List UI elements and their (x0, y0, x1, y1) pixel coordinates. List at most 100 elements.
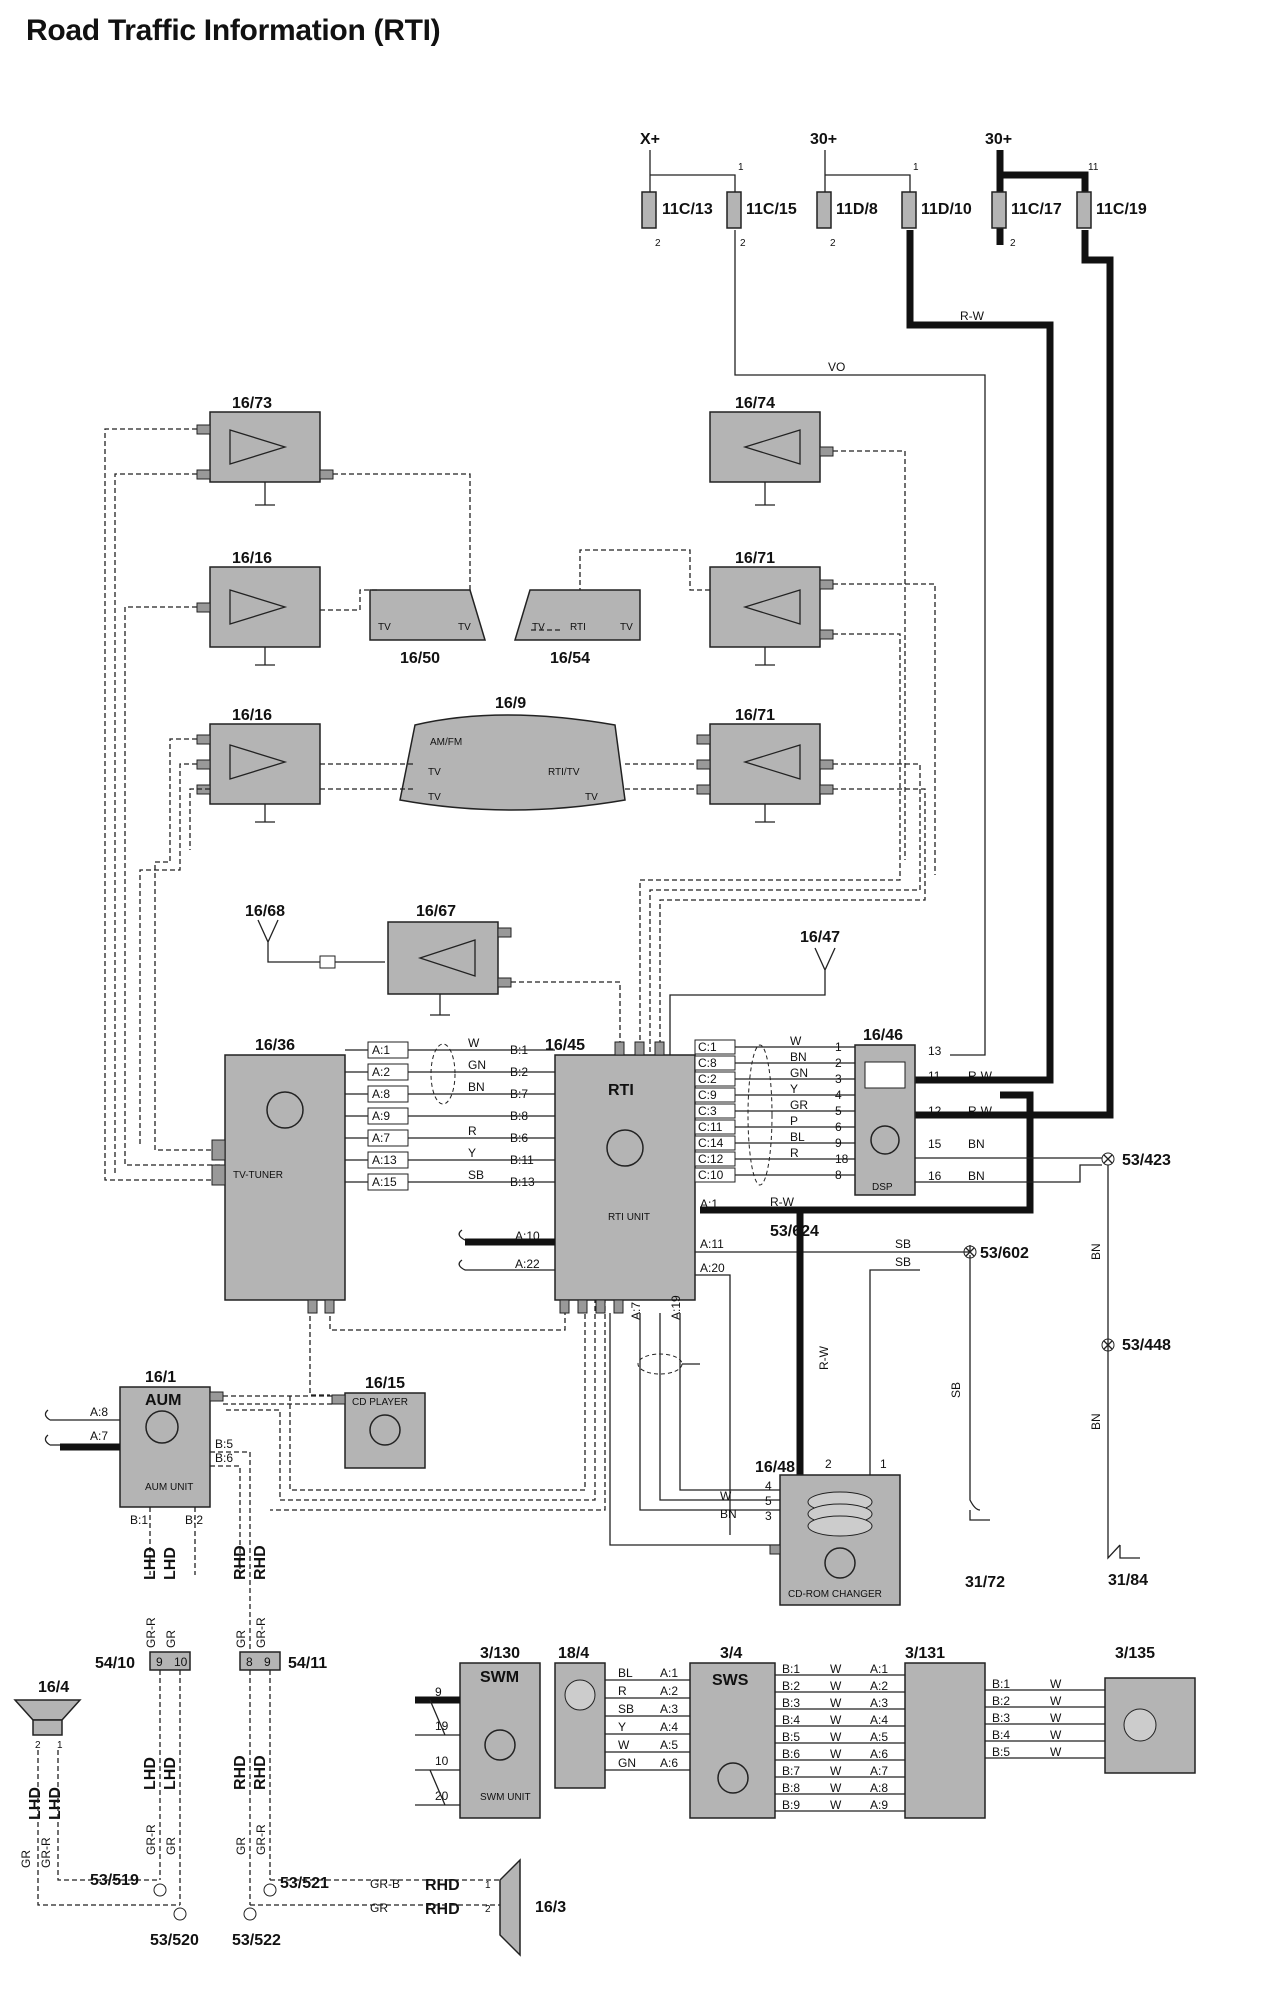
pin-2-d: 2 (1010, 238, 1016, 249)
svg-text:53/519: 53/519 (90, 1872, 139, 1889)
sw3131-a-pin: A:8 (870, 1781, 888, 1795)
sw3131-b-pin: B:5 (992, 1745, 1010, 1759)
shield-ellipse-c (747, 1044, 773, 1186)
sws-b-pin: B:4 (782, 1713, 800, 1727)
svg-text:16/50: 16/50 (400, 650, 440, 667)
svg-text:TV: TV (378, 622, 391, 633)
svg-text:16/71: 16/71 (735, 550, 775, 567)
speaker-16-4: 16/4 2 1 LHD LHD GR GR-R (13, 1679, 180, 1906)
rti-c-pin-num: 6 (835, 1120, 842, 1134)
amplifier-16-74: 16/74 (709, 395, 834, 506)
svg-text:3/131: 3/131 (905, 1645, 945, 1662)
rti-c-wire-color: GR (790, 1098, 808, 1112)
sws-wire-color: W (830, 1679, 842, 1693)
rti-c-pin-label: C:10 (698, 1168, 724, 1182)
svg-text:TV: TV (428, 792, 441, 803)
sw-bus-color: Y (618, 1720, 626, 1734)
rti-c-wire-color: P (790, 1114, 798, 1128)
rti-c-pin-num: 9 (835, 1136, 842, 1150)
rti-misc-pins: A:10 A:22 A:1 A:11 A:20 A:7 A:19 R-W 53/… (458, 1195, 1029, 1546)
lhd-rhd-wiring: LHD LHD RHD RHD GR-R GR GR GR-R 9 10 54/… (95, 1545, 327, 1905)
svg-text:5: 5 (765, 1494, 772, 1508)
sws-b-pin: B:1 (782, 1662, 800, 1676)
wire-label-rw-top: R-W (960, 309, 985, 323)
ground-53-423: 53/423 BN BN (915, 1152, 1171, 1560)
svg-text:16/36: 16/36 (255, 1037, 295, 1054)
lhd-b: LHD (162, 1547, 179, 1580)
rti-b-pin-label: B:13 (510, 1175, 535, 1189)
sw3131-wire-color: W (1050, 1694, 1062, 1708)
svg-text:16/74: 16/74 (735, 395, 775, 412)
svg-text:A:8: A:8 (90, 1405, 108, 1419)
label-x-plus: X+ (640, 131, 660, 148)
sw3131-a-pin: A:3 (870, 1696, 888, 1710)
rti-c-pin-num: 18 (835, 1152, 849, 1166)
amplifier-16-71-b: 16/71 (696, 707, 834, 823)
module-16-46-pin: 15 (928, 1137, 942, 1151)
wire-bn-b: BN (1089, 1413, 1103, 1430)
wire-sb-602-b: SB (895, 1255, 911, 1269)
svg-text:TV: TV (585, 792, 598, 803)
svg-text:1: 1 (485, 1880, 491, 1891)
rti-c-pin-num: 5 (835, 1104, 842, 1118)
svg-text:2: 2 (485, 1904, 491, 1915)
sws-wire-color: W (830, 1781, 842, 1795)
fuse-11d10: 11D/10 (901, 191, 972, 229)
sw3131-a-pin: A:1 (870, 1662, 888, 1676)
svg-text:RTI: RTI (608, 1082, 634, 1099)
wire-grb-spk: GR-B (370, 1877, 400, 1891)
wire-gr-spk: GR (19, 1850, 33, 1868)
svg-text:16/1: 16/1 (145, 1369, 176, 1386)
rti-b-pin-label: B:11 (510, 1153, 534, 1167)
rhd-b: RHD (252, 1545, 269, 1580)
glass-antenna-16-9: 16/9 AM/FM TV TV RTI/TV TV (399, 695, 626, 811)
rti-c-pin-label: C:8 (698, 1056, 717, 1070)
fuse-11c15: 11C/15 (726, 191, 797, 229)
svg-text:53/521: 53/521 (280, 1875, 329, 1892)
svg-text:TV: TV (458, 622, 471, 633)
tuner-wire-color: GN (468, 1058, 486, 1072)
wire-bn-cd: BN (720, 1507, 737, 1521)
rhd-c: RHD (232, 1755, 249, 1790)
label-30-plus-a: 30+ (810, 131, 837, 148)
module-16-46-wire-color: R-W (968, 1069, 993, 1083)
svg-text:RTI: RTI (570, 622, 586, 633)
tuner-wire-color: Y (468, 1146, 476, 1160)
svg-text:A:7: A:7 (629, 1302, 643, 1320)
audio-module-16-1: 16/1 AUM AUM UNIT A:8 A:7 B:5 B:6 B:1 B:… (44, 1369, 251, 1670)
svg-text:CD PLAYER: CD PLAYER (352, 1397, 408, 1408)
module-16-46-pin: 11 (928, 1069, 941, 1083)
svg-text:53/448: 53/448 (1122, 1337, 1171, 1354)
svg-text:RTI/TV: RTI/TV (548, 767, 580, 778)
sws-wire-color: W (830, 1696, 842, 1710)
sw3131-a-pin: A:5 (870, 1730, 888, 1744)
sws-b-pin: B:3 (782, 1696, 800, 1710)
rti-b-pin-label: B:2 (510, 1065, 528, 1079)
sw-bus-pin: A:1 (660, 1666, 678, 1680)
rti-c-wire-color: BL (790, 1130, 805, 1144)
rti-c-pin-label: C:12 (698, 1152, 724, 1166)
sw-bus-color: BL (618, 1666, 633, 1680)
rhd-spk-a: RHD (425, 1877, 460, 1894)
wire-sb-vertical: SB (949, 1382, 963, 1398)
module-16-46-wire-color: BN (968, 1137, 985, 1151)
wire-grr-d: GR-R (254, 1824, 268, 1855)
sw-bus-color: W (618, 1738, 630, 1752)
lhd-a: LHD (142, 1547, 159, 1580)
rti-c-pin-label: C:2 (698, 1072, 717, 1086)
amplifier-16-67: 16/67 (387, 903, 621, 1055)
rti-c-pin-label: C:1 (698, 1040, 717, 1054)
module-16-46-pin: 13 (928, 1044, 942, 1058)
svg-text:B:5: B:5 (215, 1437, 233, 1451)
svg-text:3: 3 (765, 1509, 772, 1523)
cd-changer-16-48: 16/48 CD-ROM CHANGER 4 5 3 2 1 W BN (720, 1457, 901, 1606)
svg-text:3/130: 3/130 (480, 1645, 520, 1662)
svg-text:SWM: SWM (480, 1669, 519, 1686)
svg-text:16/3: 16/3 (535, 1899, 566, 1916)
svg-text:SWS: SWS (712, 1672, 749, 1689)
